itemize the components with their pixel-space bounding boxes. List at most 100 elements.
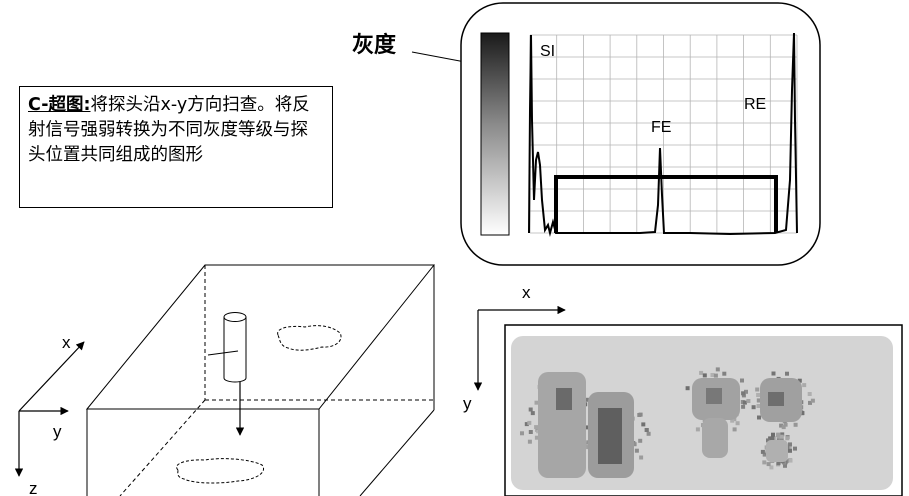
left-axis-x-arrow <box>18 341 85 412</box>
scan-pixel <box>741 393 746 398</box>
scan-pixel <box>762 460 767 465</box>
scan-pixel <box>740 400 745 404</box>
c-scan-label: C-超图: <box>28 95 91 115</box>
scan-pixel <box>732 417 737 422</box>
scan-pixel <box>710 373 715 377</box>
indication-1 <box>538 372 586 478</box>
block-top-face <box>85 264 436 410</box>
scan-pixel <box>730 418 735 423</box>
scan-pixel <box>788 448 792 453</box>
left-axis-x-label: x <box>62 333 71 352</box>
description-box: C-超图:将探头沿x-y方向扫查。将反射信号强弱转换为不同灰度等级与探头位置共同… <box>19 86 333 208</box>
hidden-edge-diagonal <box>119 399 206 496</box>
scan-pixel <box>783 463 787 468</box>
scan-pixel <box>641 422 646 427</box>
scan-pixel <box>746 399 751 403</box>
scan-pixel <box>787 446 792 451</box>
scan-pixel <box>785 371 789 376</box>
test-block <box>85 264 436 496</box>
scan-pixel <box>780 432 785 437</box>
indication-3-core <box>706 388 722 404</box>
scan-pixel <box>534 400 539 405</box>
scan-pixel <box>771 432 775 437</box>
scan-pixel <box>632 442 637 447</box>
scan-pixel <box>770 436 775 441</box>
scan-pixel <box>528 430 533 434</box>
scan-pixel <box>702 373 707 378</box>
peak-label-re: RE <box>744 96 766 113</box>
scan-pixel <box>808 400 812 405</box>
scan-pixel <box>797 378 802 383</box>
defect-top-outline <box>277 325 342 351</box>
scan-pixel <box>639 455 644 460</box>
probe-pointer-line <box>207 350 239 356</box>
scan-pixel <box>527 439 532 444</box>
scan-pixel <box>722 371 727 376</box>
c-scan-image <box>504 324 903 496</box>
scan-pixel <box>769 465 774 470</box>
gray-label: 灰度 <box>352 33 397 58</box>
gate-line <box>554 175 778 233</box>
right-axis-y-label: y <box>463 394 472 413</box>
defect-front-outline <box>176 458 264 484</box>
left-axis-y-label: y <box>53 422 62 441</box>
scan-pixel <box>762 452 767 457</box>
scan-pixel <box>802 383 807 388</box>
scan-pixel <box>741 391 746 396</box>
scan-pixel <box>744 389 748 394</box>
scan-pixel <box>524 422 529 427</box>
scan-pixel <box>755 387 760 392</box>
scan-pixel <box>776 435 781 440</box>
indication-2-core <box>598 408 622 464</box>
indication-1-core <box>556 388 572 410</box>
signal-grid <box>529 34 798 234</box>
probe-top <box>223 312 247 322</box>
scan-pixel <box>788 458 793 463</box>
scan-pixel <box>638 438 643 443</box>
scan-pixel <box>585 425 590 430</box>
scan-pixel <box>634 448 639 453</box>
description-text: 将探头沿x-y方向扫查。将反射信号强弱转换为不同灰度等级与探头位置共同组成的图形 <box>28 95 310 165</box>
scan-pixel <box>742 400 747 405</box>
scan-pixel <box>695 427 700 432</box>
scan-pixel <box>644 428 649 432</box>
block-right-bottom-edge <box>359 409 435 496</box>
scan-pixel <box>741 404 746 409</box>
indication-6 <box>766 440 788 462</box>
scan-pixel <box>756 398 761 403</box>
scan-pixel <box>776 432 781 437</box>
scan-pixel <box>779 434 784 439</box>
left-axis-z-label: z <box>29 479 38 496</box>
indication-5-core <box>768 392 784 406</box>
scan-pixel <box>638 412 643 417</box>
scan-pixel <box>732 427 737 432</box>
scan-pixel <box>768 436 773 441</box>
scan-pixel <box>740 378 744 383</box>
left-axes: x y z <box>14 333 85 496</box>
scan-pixel <box>756 393 761 397</box>
scan-pixel <box>807 392 812 396</box>
scan-pixel <box>520 431 524 436</box>
scan-pixel <box>584 397 589 402</box>
scan-pixel <box>713 373 718 378</box>
scan-pixel <box>527 420 532 425</box>
scan-pixel <box>766 438 770 443</box>
scan-pixel <box>771 371 776 376</box>
scan-pixel <box>793 422 798 427</box>
grayscale-bar <box>480 32 510 236</box>
scan-pixel <box>685 386 690 391</box>
panel-frame <box>460 2 821 266</box>
scan-pixel <box>766 462 771 467</box>
scan-pixel <box>800 411 804 416</box>
scan-pixel <box>715 367 720 372</box>
probe-body <box>223 317 247 383</box>
indication-4 <box>702 418 728 458</box>
scan-pixel <box>699 370 704 375</box>
scan-pixel <box>534 425 539 430</box>
scan-pixel <box>785 436 790 441</box>
probe <box>207 312 247 436</box>
peak-label-fe: FE <box>651 119 671 136</box>
scan-pixel <box>760 449 765 454</box>
scan-pixel <box>776 461 781 466</box>
